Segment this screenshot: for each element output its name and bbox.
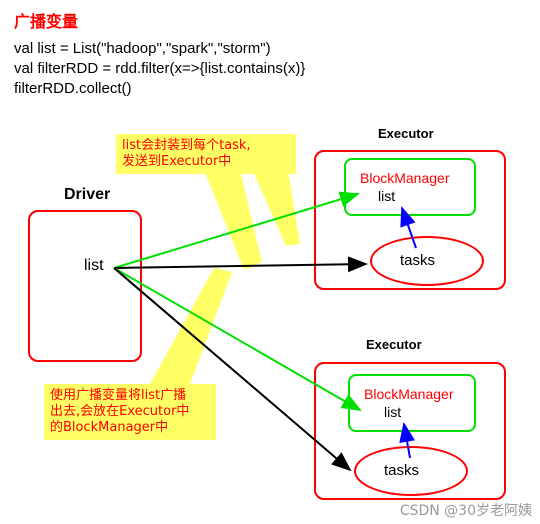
executor-1-label: Executor (378, 126, 434, 141)
tasks-to-list-arrow-2 (399, 422, 416, 459)
tasks-to-list-arrow-1 (400, 206, 417, 249)
page-title: 广播变量 (14, 12, 79, 31)
code-line-3: filterRDD.collect() (14, 80, 132, 97)
executor-1-tasks-label: tasks (400, 252, 436, 269)
block-manager-2-label: BlockManager (364, 386, 454, 402)
bottom-note-line-3: 的BlockManager中 (50, 420, 169, 435)
bottom-callout-note: 使用广播变量将list广播 出去,会放在Executor中 的BlockMana… (44, 384, 216, 440)
driver-label: Driver (64, 186, 111, 203)
executor-1-list-var: list (378, 188, 396, 204)
top-callout-beam (200, 160, 262, 270)
bottom-note-line-2: 出去,会放在Executor中 (50, 404, 190, 419)
executor-1-box (314, 150, 506, 290)
executor-2-tasks-ellipse (354, 446, 468, 496)
top-callout-beam-2 (248, 160, 300, 246)
top-callout-note: list会封装到每个task, 发送到Executor中 (116, 134, 296, 174)
code-line-2: val filterRDD = rdd.filter(x=>{list.cont… (14, 60, 306, 77)
broadcast-arrow-executor-2 (113, 267, 362, 411)
executor-2-list-var: list (384, 404, 402, 420)
task-arrow-executor-1 (113, 256, 368, 273)
bottom-callout-beam (150, 268, 232, 384)
code-line-1: val list = List("hadoop","spark","storm"… (14, 40, 271, 57)
driver-box (28, 210, 142, 362)
executor-2-box (314, 362, 506, 500)
executor-2-label: Executor (366, 337, 422, 352)
bottom-note-line-1: 使用广播变量将list广播 (50, 388, 187, 403)
block-manager-1-label: BlockManager (360, 170, 450, 186)
executor-2-tasks-label: tasks (384, 462, 420, 479)
top-note-line-1: list会封装到每个task, (122, 138, 251, 153)
driver-list-var: list (84, 257, 104, 274)
task-arrow-executor-2 (113, 267, 352, 472)
top-note-line-2: 发送到Executor中 (122, 154, 232, 169)
executor-1-tasks-ellipse (370, 236, 484, 286)
broadcast-arrow-executor-1 (113, 191, 360, 269)
watermark: CSDN @30岁老阿姨 (399, 503, 532, 519)
